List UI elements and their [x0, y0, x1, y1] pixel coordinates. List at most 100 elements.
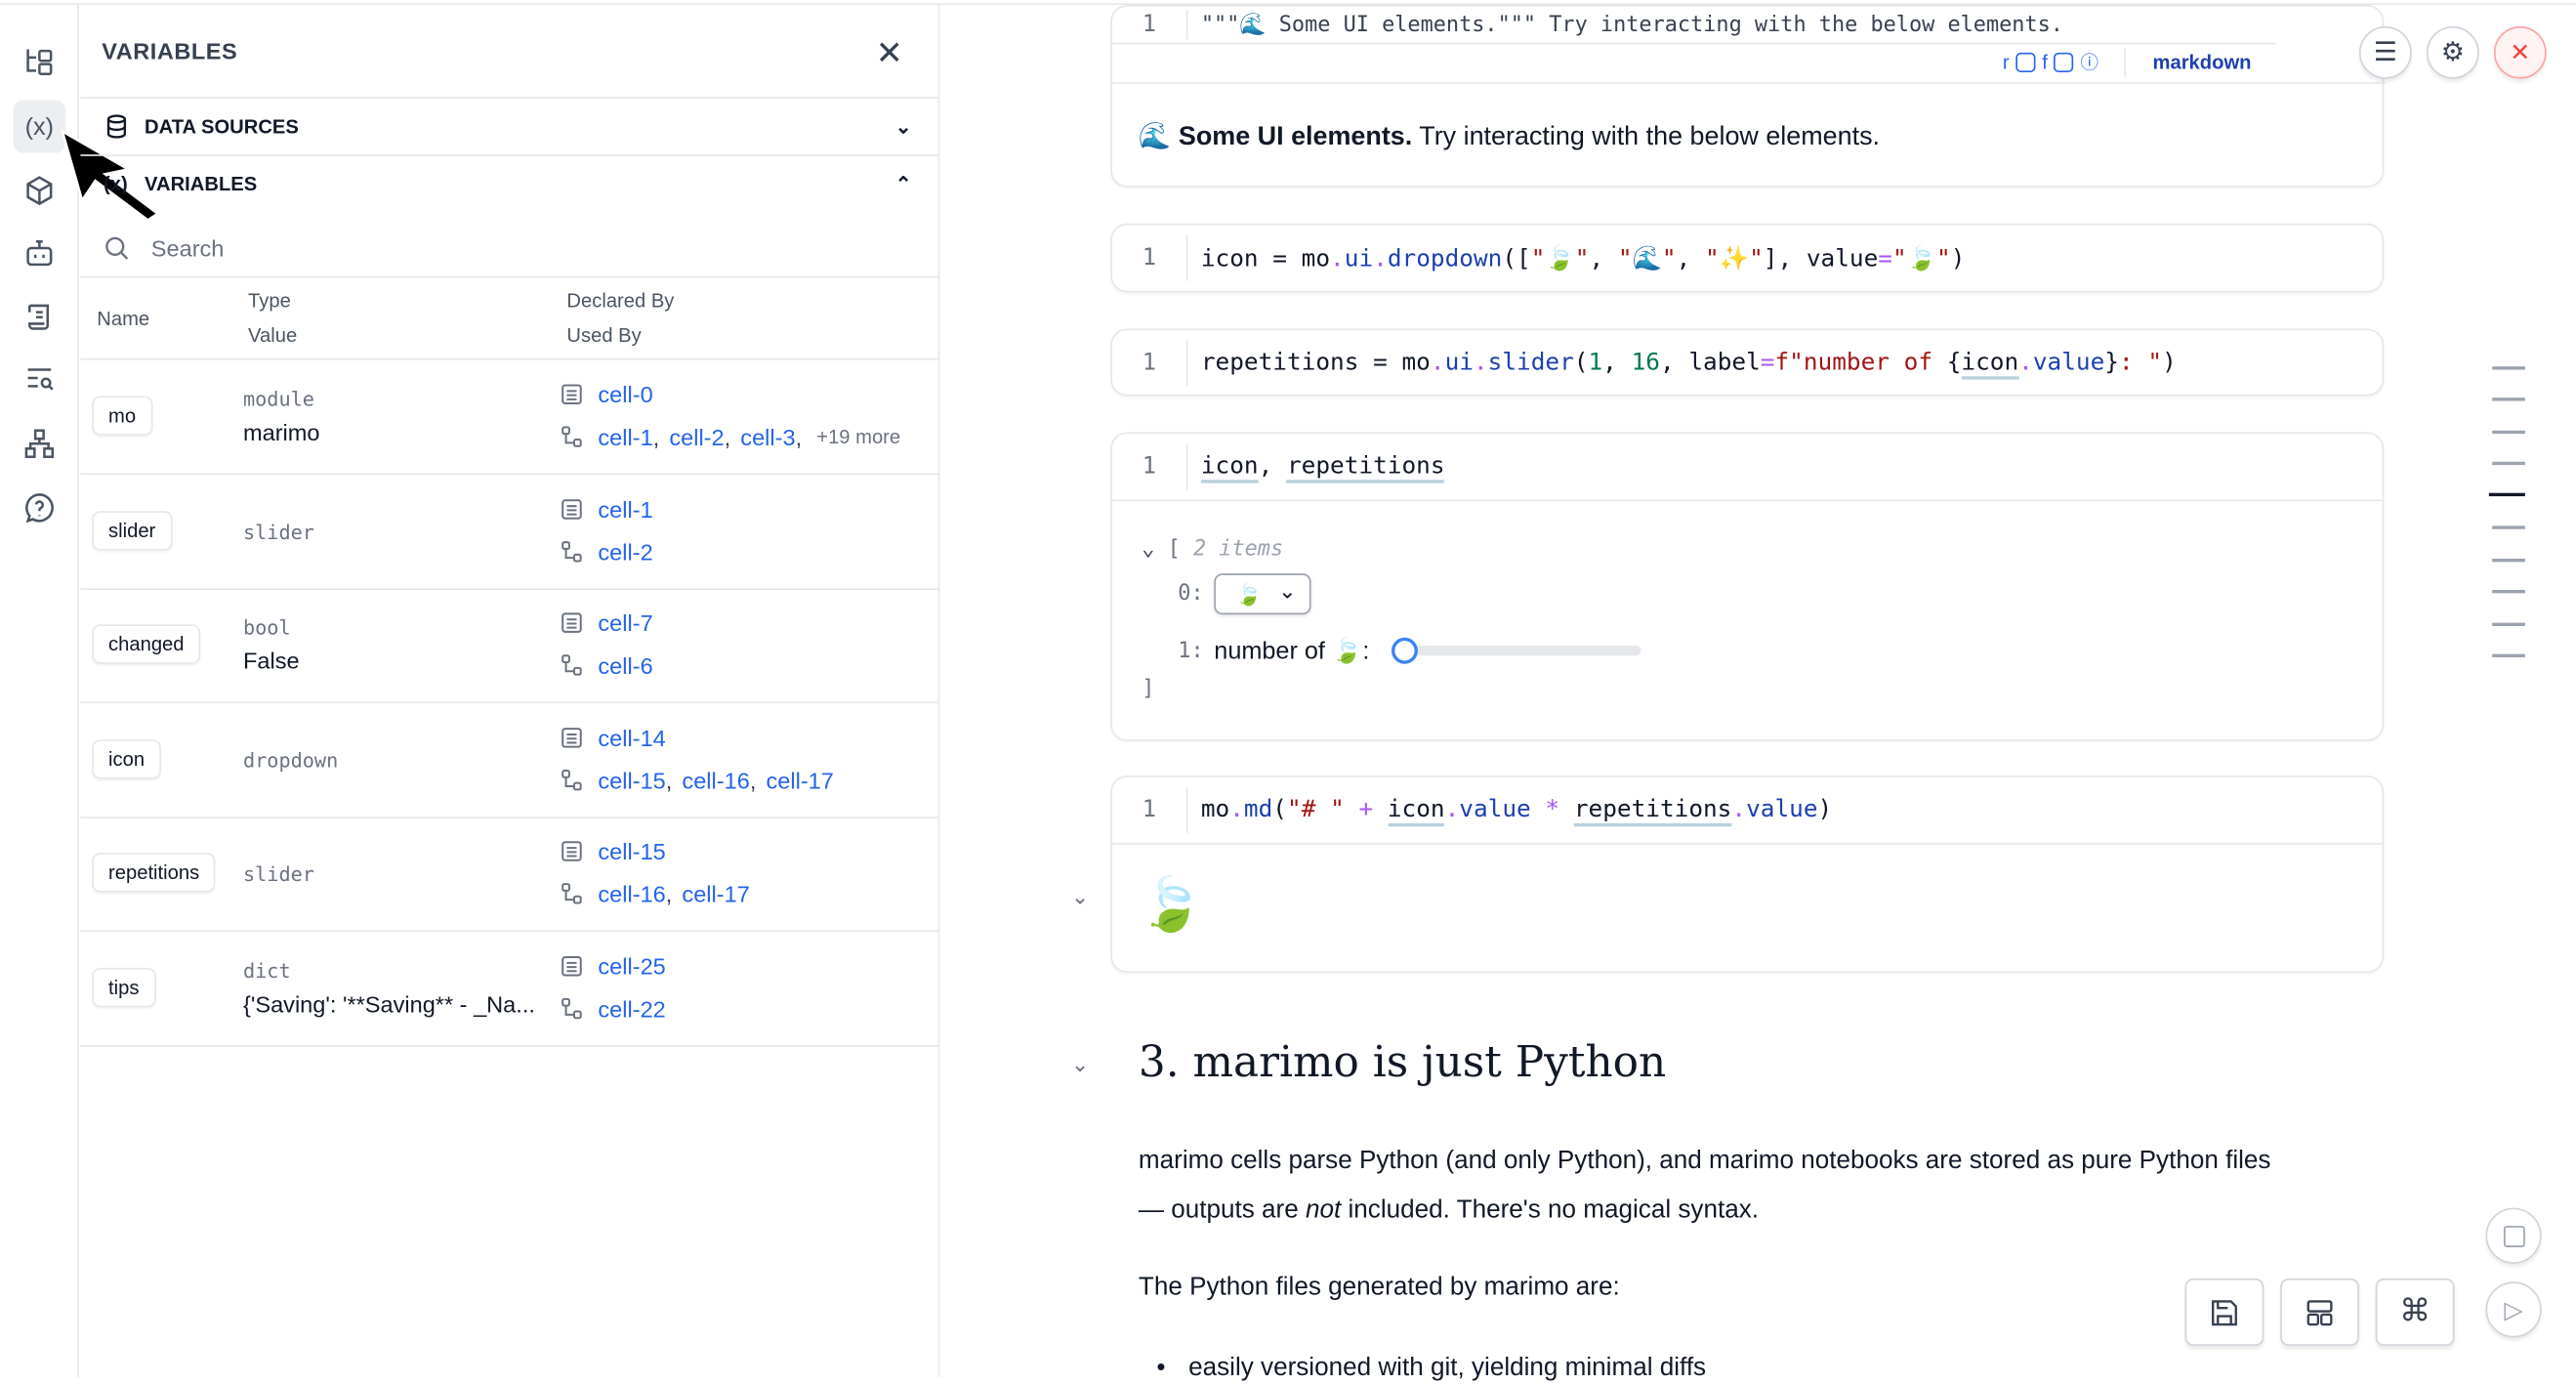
minimap-cell-marker[interactable]: [2492, 589, 2525, 594]
code-text[interactable]: icon = mo.ui.dropdown(["🍃", "🌊", "✨"], v…: [1201, 244, 1966, 273]
cell-link[interactable]: cell-15: [598, 767, 666, 794]
cell-link[interactable]: cell-16: [682, 767, 750, 794]
paragraph-text: The Python files generated by marimo are…: [1138, 1273, 1620, 1302]
divider: [1111, 499, 2383, 502]
cell-link[interactable]: cell-17: [766, 767, 834, 794]
column-header-type[interactable]: Type: [248, 289, 291, 313]
minimap-cell-marker[interactable]: [2488, 492, 2525, 497]
cell-link[interactable]: cell-6: [598, 652, 653, 680]
repetitions-slider-thumb[interactable]: [1391, 637, 1418, 664]
search-list-icon[interactable]: [13, 354, 65, 406]
stop-button[interactable]: [2485, 1207, 2542, 1264]
cell-link[interactable]: cell-22: [598, 995, 666, 1023]
minimap-cell-marker[interactable]: [2492, 525, 2525, 529]
cell-link[interactable]: cell-1: [598, 495, 653, 523]
cell-link[interactable]: cell-16: [598, 881, 666, 908]
menu-button[interactable]: ☰: [2358, 25, 2412, 79]
variable-name[interactable]: mo: [92, 396, 152, 436]
divider: [80, 357, 938, 360]
minimap-cell-marker[interactable]: [2492, 461, 2525, 466]
data-sources-section-toggle[interactable]: DATA SOURCES ⌄: [80, 99, 937, 154]
robot-icon[interactable]: [13, 227, 65, 279]
emphasis: not: [1305, 1195, 1342, 1225]
variables-section-toggle[interactable]: (x) VARIABLES ⌃: [80, 156, 937, 212]
variable-name[interactable]: tips: [92, 967, 156, 1008]
more-link[interactable]: +19 more: [816, 425, 901, 449]
file-tree-icon[interactable]: [13, 36, 65, 89]
code-text[interactable]: mo.md("# " + icon.value * repetitions.va…: [1201, 796, 1832, 827]
markdown-cell[interactable]: 1 """🌊 Some UI elements.""" Try interact…: [1110, 5, 2386, 188]
minimap-cell-marker[interactable]: [2492, 398, 2525, 401]
minimap-cell-marker[interactable]: [2492, 366, 2525, 370]
layout-button[interactable]: [2280, 1278, 2359, 1346]
icon-dropdown[interactable]: 🍃 ⌄: [1214, 573, 1311, 615]
cell-link[interactable]: cell-15: [598, 838, 666, 865]
search-input[interactable]: Search: [150, 234, 225, 262]
info-icon[interactable]: ⓘ: [2080, 54, 2099, 74]
variables-icon[interactable]: (x): [13, 100, 66, 153]
code-text[interactable]: """🌊 Some UI elements.""" Try interactin…: [1200, 12, 2063, 37]
variable-name[interactable]: changed: [92, 624, 201, 665]
variable-name[interactable]: repetitions: [92, 853, 217, 894]
minimap-cell-marker[interactable]: [2492, 430, 2525, 435]
cell-link[interactable]: cell-17: [682, 881, 750, 908]
shutdown-button[interactable]: ✕: [2493, 25, 2547, 79]
close-panel-button[interactable]: ✕: [875, 36, 903, 73]
package-icon[interactable]: [13, 164, 65, 217]
variable-name[interactable]: slider: [92, 510, 173, 550]
cell-link[interactable]: cell-7: [598, 609, 653, 637]
collapse-chevron-icon[interactable]: ⌄: [1070, 884, 1090, 909]
cell-link[interactable]: cell-25: [598, 952, 666, 980]
column-header-declared-by[interactable]: Declared By: [566, 289, 675, 313]
tree-output: ⌄ [ 2 items: [1142, 537, 1283, 562]
minimap-cell-marker[interactable]: [2492, 622, 2525, 626]
fstring-checkbox[interactable]: [2054, 52, 2074, 73]
cell-link[interactable]: cell-3: [740, 424, 796, 450]
collapse-chevron-icon[interactable]: ⌄: [1142, 537, 1155, 563]
cell-link[interactable]: cell-2: [669, 424, 725, 450]
column-header-name[interactable]: Name: [97, 307, 150, 331]
cell-link[interactable]: cell-2: [598, 538, 653, 566]
variable-name[interactable]: icon: [92, 738, 161, 779]
repetitions-slider-track[interactable]: [1394, 646, 1641, 656]
cell-icon: [561, 611, 584, 635]
code-token: .: [1373, 245, 1388, 273]
code-token: +: [1344, 796, 1388, 823]
save-button[interactable]: [2184, 1278, 2264, 1346]
collapse-chevron-icon[interactable]: ⌄: [1070, 1051, 1090, 1076]
settings-button[interactable]: ⚙: [2426, 25, 2479, 79]
raw-checkbox[interactable]: [2015, 52, 2036, 73]
cell-link[interactable]: cell-0: [598, 381, 653, 408]
command-palette-button[interactable]: ⌘: [2375, 1278, 2455, 1346]
minimap-cell-marker[interactable]: [2492, 653, 2525, 657]
code-text[interactable]: icon, repetitions: [1200, 453, 1445, 483]
cell-link[interactable]: cell-14: [598, 724, 666, 751]
code-token: .: [2018, 350, 2033, 377]
variables-icon: (x): [103, 172, 128, 196]
minimap-cell-marker[interactable]: [2492, 559, 2525, 563]
help-icon[interactable]: [13, 482, 65, 534]
language-selector[interactable]: markdown: [2152, 51, 2252, 74]
dependency-graph-icon[interactable]: [13, 417, 65, 470]
run-button[interactable]: ▷: [2485, 1281, 2542, 1338]
code-text[interactable]: repetitions = mo.ui.slider(1, 16, label=…: [1201, 350, 2177, 380]
divider: [1111, 82, 2386, 84]
scroll-icon[interactable]: [13, 291, 65, 344]
cell-link[interactable]: cell-1: [598, 424, 653, 450]
search-field[interactable]: Search: [80, 217, 937, 279]
item-count: 2 items: [1192, 537, 1284, 563]
